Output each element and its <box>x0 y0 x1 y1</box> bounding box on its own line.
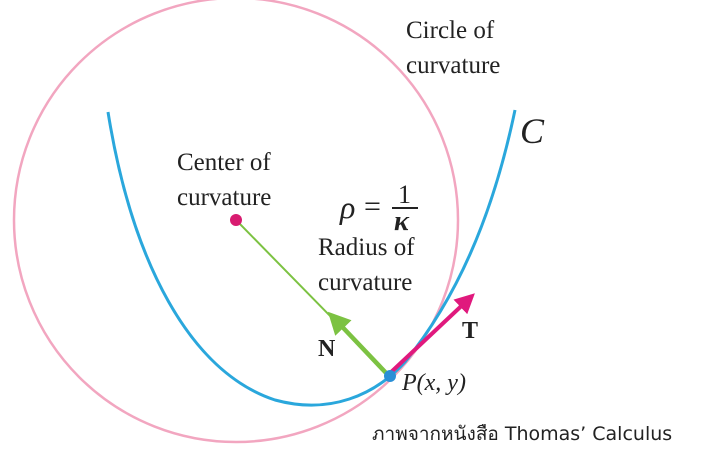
center-label-line2: curvature <box>177 184 271 211</box>
center-label-line1: Center of <box>177 149 271 176</box>
fraction-denominator: κ <box>394 206 410 237</box>
point-p-dot <box>384 370 396 382</box>
center-of-curvature-dot <box>230 214 242 226</box>
circle-of-curvature <box>12 0 460 444</box>
tangent-label: T <box>462 318 478 344</box>
curve-label: C <box>520 111 545 151</box>
rho-symbol: ρ <box>339 189 355 225</box>
normal-vector-arrow <box>327 311 390 377</box>
normal-label: N <box>318 336 336 362</box>
curve-c <box>106 109 517 407</box>
radius-label-line1: Radius of <box>318 234 415 261</box>
tangent-vector-arrow <box>386 293 475 377</box>
equals-sign: = <box>364 190 381 223</box>
radius-label-line2: curvature <box>318 269 412 296</box>
circle-label-line1: Circle of <box>406 17 495 44</box>
source-caption: ภาพจากหนังสือ Thomas’ Calculus <box>372 423 672 445</box>
circle-label-line2: curvature <box>406 52 500 79</box>
point-label: P(x, y) <box>401 370 466 396</box>
fraction-numerator: 1 <box>398 180 411 209</box>
